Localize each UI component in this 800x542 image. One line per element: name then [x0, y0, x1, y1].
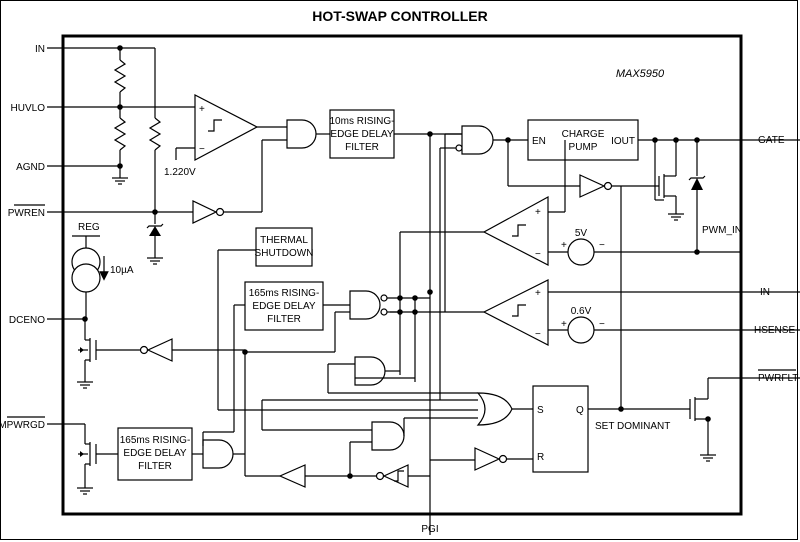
svg-text:PUMP: PUMP [569, 142, 598, 153]
charge-pump-block: EN CHARGE PUMP IOUT [527, 119, 800, 161]
svg-text:FILTER: FILTER [138, 461, 172, 472]
svg-text:CHARGE: CHARGE [562, 129, 605, 140]
svg-text:EDGE DELAY: EDGE DELAY [123, 448, 186, 459]
svg-text:PWREN: PWREN [8, 208, 45, 219]
svg-text:+: + [535, 207, 541, 218]
svg-text:PWRFLT: PWRFLT [758, 373, 798, 384]
delay-165ms-bottom-block: 165ms RISING- EDGE DELAY FILTER [117, 427, 203, 481]
svg-text:SHUTDOWN: SHUTDOWN [255, 248, 314, 259]
svg-text:R: R [537, 452, 544, 463]
delay-165ms-top-block: 165ms RISING- EDGE DELAY FILTER [233, 281, 350, 432]
and-gate-enable [286, 119, 330, 149]
svg-text:+: + [561, 319, 567, 330]
reset-inverter [474, 447, 533, 471]
svg-text:0.6V: 0.6V [571, 306, 592, 317]
part-number: MAX5950 [616, 68, 665, 80]
svg-text:PGI: PGI [421, 524, 438, 535]
pin-pwm-in: PWM_IN [594, 225, 742, 255]
pin-in-right: IN [760, 287, 770, 298]
svg-text:−: − [599, 240, 605, 251]
svg-text:AGND: AGND [16, 162, 45, 173]
reg-current-source: REG 10µA [71, 222, 134, 319]
dceno-switch [77, 316, 245, 389]
pwren-buffer [192, 139, 287, 224]
svg-text:S: S [537, 405, 544, 416]
and-gate-lower [327, 356, 478, 394]
and-gate-pgood [202, 352, 280, 477]
svg-text:165ms RISING-: 165ms RISING- [249, 288, 320, 299]
pin-hsense: HSENSE [754, 325, 795, 336]
logic-bus [399, 133, 475, 535]
svg-text:+: + [535, 288, 541, 299]
comparator-0v6: + − 0.6V + − [390, 279, 800, 346]
gate-pulldown [579, 140, 706, 252]
pin-pwren: PWREN [8, 204, 193, 219]
pwrflt-output: PWRFLT [689, 369, 800, 462]
svg-text:PWM_IN: PWM_IN [702, 225, 742, 236]
resistor-divider [112, 45, 128, 185]
svg-text:+: + [199, 104, 205, 115]
svg-text:GATE: GATE [758, 135, 785, 146]
svg-text:IN: IN [760, 287, 770, 298]
svg-text:−: − [599, 319, 605, 330]
or-gate-set [404, 392, 533, 426]
svg-text:−: − [535, 249, 541, 260]
and-gate-pgi [261, 399, 440, 451]
svg-text:EDGE DELAY: EDGE DELAY [252, 301, 315, 312]
svg-text:Q: Q [576, 405, 584, 416]
svg-text:−: − [199, 144, 205, 155]
svg-text:FILTER: FILTER [267, 314, 301, 325]
sr-latch: S R Q SET DOMINANT [532, 186, 690, 473]
svg-text:FILTER: FILTER [345, 142, 379, 153]
pin-pgi: PGI [421, 524, 438, 535]
pin-in-left: IN [35, 44, 155, 55]
diagram-title: HOT-SWAP CONTROLLER [312, 8, 488, 24]
thermal-shutdown-block: THERMAL SHUTDOWN [217, 227, 478, 411]
delay-10ms-block: 10ms RISING- EDGE DELAY FILTER [329, 109, 462, 159]
svg-text:MPWRGD: MPWRGD [0, 420, 45, 431]
svg-text:SET DOMINANT: SET DOMINANT [595, 421, 670, 432]
svg-text:10µA: 10µA [110, 265, 134, 276]
chip-outline [61, 34, 743, 516]
svg-text:165ms RISING-: 165ms RISING- [120, 435, 191, 446]
pin-dceno: DCENO [9, 315, 85, 326]
svg-text:EDGE DELAY: EDGE DELAY [330, 129, 393, 140]
svg-text:THERMAL: THERMAL [260, 235, 308, 246]
svg-text:5V: 5V [575, 228, 588, 239]
svg-text:DCENO: DCENO [9, 315, 45, 326]
pin-mpwrgd: MPWRGD [0, 416, 85, 431]
svg-text:HSENSE: HSENSE [754, 325, 795, 336]
pin-huvlo: HUVLO [11, 103, 195, 114]
pgi-buffer-chain [278, 441, 430, 488]
svg-text:1.220V: 1.220V [164, 167, 196, 178]
svg-text:EN: EN [532, 136, 546, 147]
svg-text:REG: REG [78, 222, 100, 233]
and-gate-pump [455, 125, 580, 187]
svg-text:−: − [535, 329, 541, 340]
mpwrgd-switch [77, 424, 118, 495]
svg-text:IOUT: IOUT [611, 136, 635, 147]
svg-text:10ms RISING-: 10ms RISING- [329, 116, 394, 127]
svg-text:+: + [561, 240, 567, 251]
svg-text:IN: IN [35, 44, 45, 55]
comparator-5v: + − 5V + − [400, 140, 605, 266]
huvlo-comparator: + − 1.220V [164, 94, 287, 178]
pin-agnd: AGND [16, 162, 120, 173]
pwren-pullup [146, 48, 164, 265]
svg-text:HUVLO: HUVLO [11, 103, 46, 114]
